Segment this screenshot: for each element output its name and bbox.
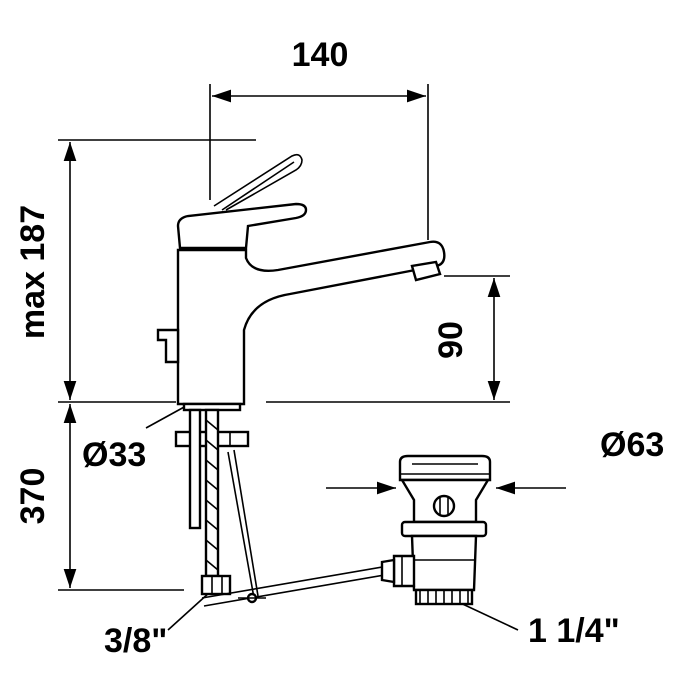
dimension-max-187: max 187 <box>14 139 256 403</box>
hose-nut <box>200 574 232 596</box>
faucet <box>156 153 446 607</box>
aerator <box>410 260 442 282</box>
dimension-1-1-4-inch-label: 1 1/4" <box>528 612 620 650</box>
dimension-diameter-63: Ø63 <box>326 426 664 495</box>
drain-cap <box>398 454 492 482</box>
dimension-90: 90 <box>266 275 510 403</box>
dimension-diameter-33: Ø33 <box>82 405 187 474</box>
faucet-body <box>176 240 446 406</box>
dimension-3-8-inch-label: 3/8" <box>104 622 167 660</box>
drain-screw <box>432 494 456 518</box>
lever-raised-outline <box>213 153 303 211</box>
drain-assembly <box>380 454 492 606</box>
popup-knob <box>156 328 180 364</box>
dimension-370: 370 <box>14 404 184 591</box>
dimension-140: 140 <box>209 36 429 240</box>
dimension-1-1-4-inch: 1 1/4" <box>453 599 620 650</box>
popup-rod <box>227 451 255 599</box>
linkage-bar <box>201 565 391 607</box>
dimension-370-label: 370 <box>14 468 52 525</box>
dimension-90-label: 90 <box>432 321 470 359</box>
flexible-hose <box>204 408 220 578</box>
dimension-140-label: 140 <box>292 36 349 74</box>
lever-handle <box>176 202 308 250</box>
dimension-diameter-33-label: Ø33 <box>82 436 146 474</box>
dimension-max-187-label: max 187 <box>14 205 52 339</box>
dimension-3-8-inch: 3/8" <box>104 591 211 660</box>
threaded-stud <box>188 408 202 530</box>
dimension-diameter-63-label: Ø63 <box>600 426 664 464</box>
drain-side-connector <box>392 554 416 588</box>
